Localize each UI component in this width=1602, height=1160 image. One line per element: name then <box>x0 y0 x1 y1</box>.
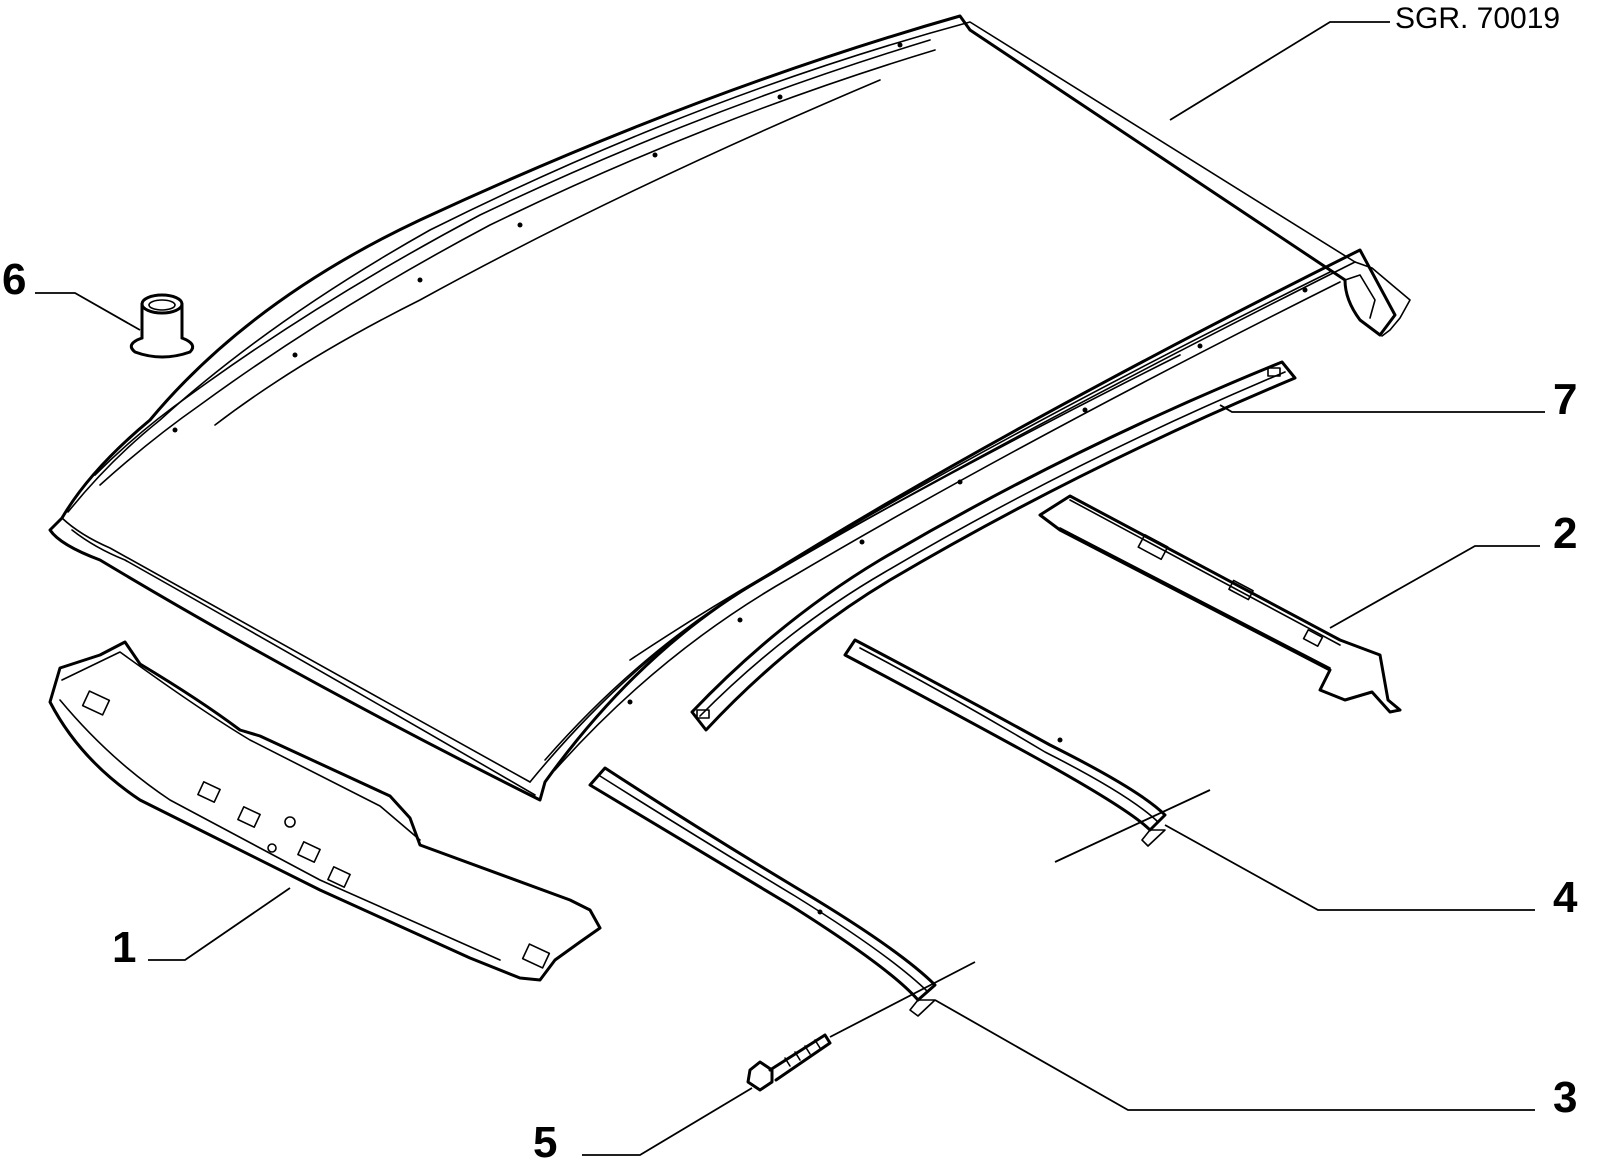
right-roof-rail-part <box>843 638 1167 847</box>
left-roof-rail-part <box>588 766 937 1017</box>
axis-4 <box>1054 789 1211 863</box>
leader-6 <box>35 292 141 331</box>
rear-cross-member-part <box>1038 494 1402 714</box>
callout-2: 2 <box>1553 509 1577 558</box>
callout-5: 5 <box>533 1118 557 1160</box>
front-cross-member-part <box>48 640 602 982</box>
drawing-reference: SGR. 70019 <box>1395 2 1560 35</box>
roof-panel <box>48 14 1411 802</box>
leader-5 <box>582 1087 753 1156</box>
leader-2 <box>1329 545 1540 629</box>
plug-part <box>129 293 195 359</box>
leader-1 <box>148 887 291 961</box>
callout-7: 7 <box>1553 375 1577 424</box>
callout-3: 3 <box>1553 1073 1577 1122</box>
leader-4 <box>1164 824 1535 911</box>
callout-1: 1 <box>112 923 136 972</box>
callout-6: 6 <box>2 255 26 304</box>
seal-strip-part <box>690 360 1297 732</box>
leader-7 <box>1219 404 1545 413</box>
leader-3 <box>934 999 1535 1111</box>
callout-4: 4 <box>1553 873 1578 922</box>
screw-part <box>746 1033 832 1092</box>
roof-panel-leader <box>1169 21 1390 121</box>
axis-3 <box>829 961 976 1038</box>
